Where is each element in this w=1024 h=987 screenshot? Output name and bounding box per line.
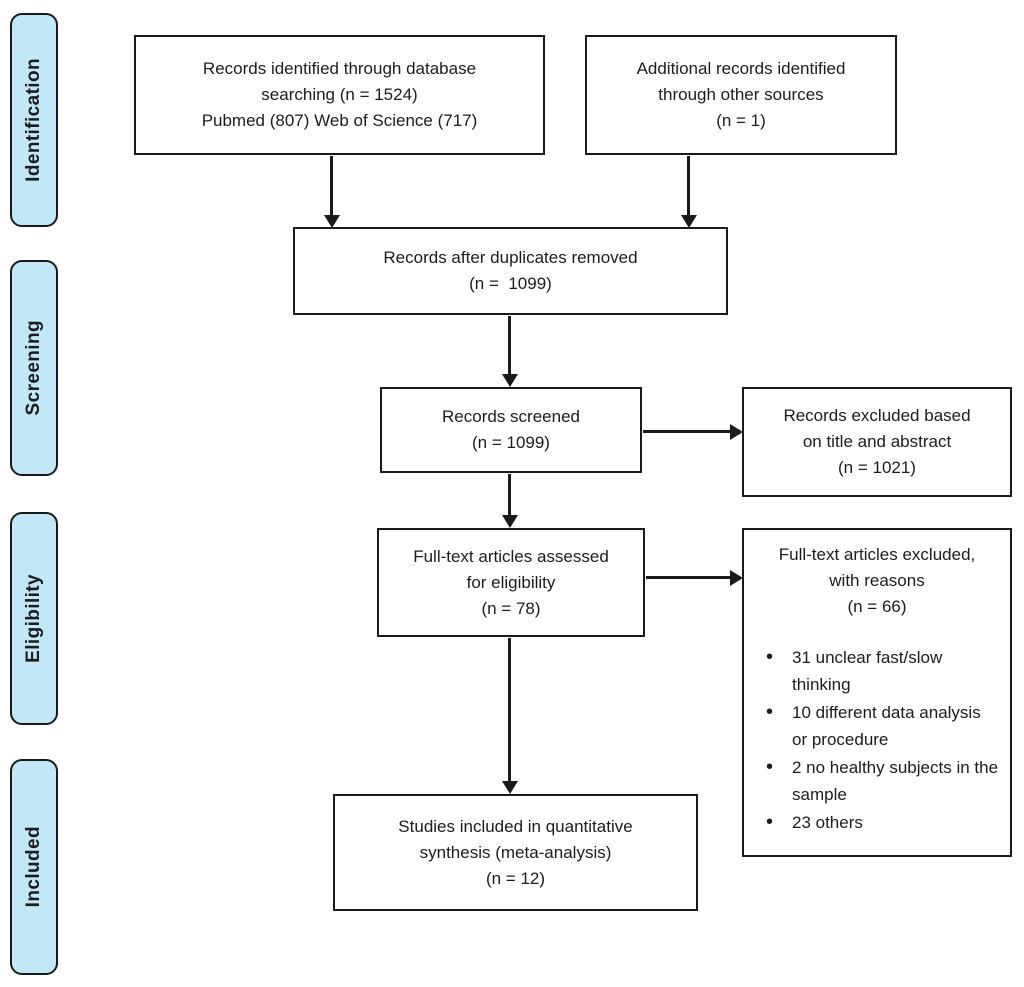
box-text-line: (n = 12) <box>485 868 546 888</box>
exclusion-reason-item: 10 different data analysis or procedure <box>764 699 1000 753</box>
box-text-line: synthesis (meta-analysis) <box>419 842 612 862</box>
box-text-line: (n = 78) <box>481 598 541 618</box>
exclusion-reason-item: 23 others <box>764 809 1000 836</box>
box-fulltext-excluded: Full-text articles excluded, with reason… <box>742 528 1012 857</box>
box-records-screened: Records screened (n = 1099) <box>380 387 642 473</box>
arrow-fulltext-to-included-icon <box>501 638 518 794</box>
box-text-line: Records excluded based <box>783 406 971 425</box>
stage-label-text: Included <box>23 826 44 908</box>
box-text-line: (n = 1099) <box>469 274 552 293</box>
box-text-line: (n = 66) <box>847 597 907 616</box>
stage-label-identification: Identification <box>10 13 58 227</box>
box-records-excluded: Records excluded based on title and abst… <box>742 387 1012 497</box>
box-text-line: Additional records identified <box>636 59 846 78</box>
box-text-line: Full-text articles excluded, <box>778 545 976 564</box>
box-additional-records: Additional records identified through ot… <box>585 35 897 155</box>
box-text-line: (n = 1021) <box>838 458 916 477</box>
arrow-fulltext-to-excluded-icon <box>646 569 743 586</box>
box-text-line: Pubmed (807) Web of Science (717) <box>201 111 478 130</box>
box-text-line: through other sources <box>658 85 824 104</box>
box-text-line: Records after duplicates removed <box>383 248 638 267</box>
stage-label-text: Identification <box>23 58 44 182</box>
box-text-line: (n = 1099) <box>472 433 550 452</box>
box-records-identified: Records identified through database sear… <box>134 35 545 155</box>
arrow-duplicates-to-screened-icon <box>501 316 518 387</box>
exclusion-reason-item: 2 no healthy subjects in the sample <box>764 754 1000 808</box>
box-text-line: with reasons <box>829 571 925 590</box>
arrow-additional-to-duplicates-icon <box>680 156 697 228</box>
arrow-identified-to-duplicates-icon <box>323 156 340 228</box>
stage-label-screening: Screening <box>10 260 58 476</box>
arrow-screened-to-fulltext-icon <box>501 474 518 528</box>
box-duplicates-removed: Records after duplicates removed (n = 10… <box>293 227 728 315</box>
stage-label-text: Eligibility <box>23 574 44 663</box>
exclusion-reasons-list: 31 unclear fast/slow thinking 10 differe… <box>744 644 1010 837</box>
arrow-screened-to-excluded-icon <box>643 423 743 440</box>
stage-label-eligibility: Eligibility <box>10 512 58 725</box>
box-text-line: (n = 1) <box>716 111 766 130</box>
box-text-line: Records identified through database <box>202 59 477 78</box>
stage-label-included: Included <box>10 759 58 975</box>
exclusion-reason-item: 31 unclear fast/slow thinking <box>764 644 1000 698</box>
box-studies-included: Studies included in quantitative synthes… <box>333 794 698 911</box>
box-text-line: Records screened <box>442 407 580 426</box>
box-text-line: Full-text articles assessed <box>413 546 609 566</box>
stage-label-text: Screening <box>23 320 44 416</box>
box-text-line: on title and abstract <box>802 432 952 451</box>
box-fulltext-assessed: Full-text articles assessed for eligibil… <box>377 528 645 637</box>
box-text-line: Studies included in quantitative <box>398 816 633 836</box>
box-text-line: for eligibility <box>466 572 556 592</box>
box-text-line: searching (n = 1524) <box>261 85 418 104</box>
